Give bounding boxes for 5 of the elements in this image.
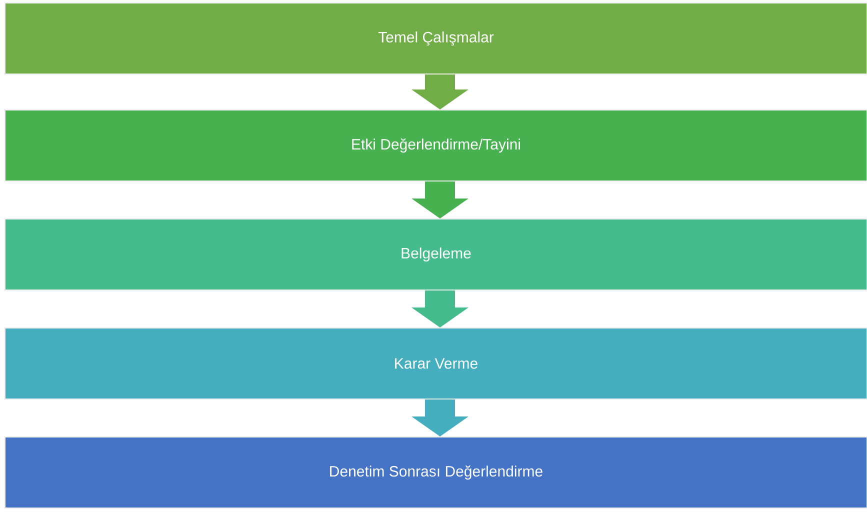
process-band: Belgeleme — [4, 218, 867, 290]
process-band: Etki Değerlendirme/Tayini — [4, 110, 867, 182]
process-band: Temel Çalışmalar — [4, 2, 867, 74]
process-band: Karar Verme — [4, 328, 867, 400]
process-band: Denetim Sonrası Değerlendirme — [4, 436, 867, 508]
